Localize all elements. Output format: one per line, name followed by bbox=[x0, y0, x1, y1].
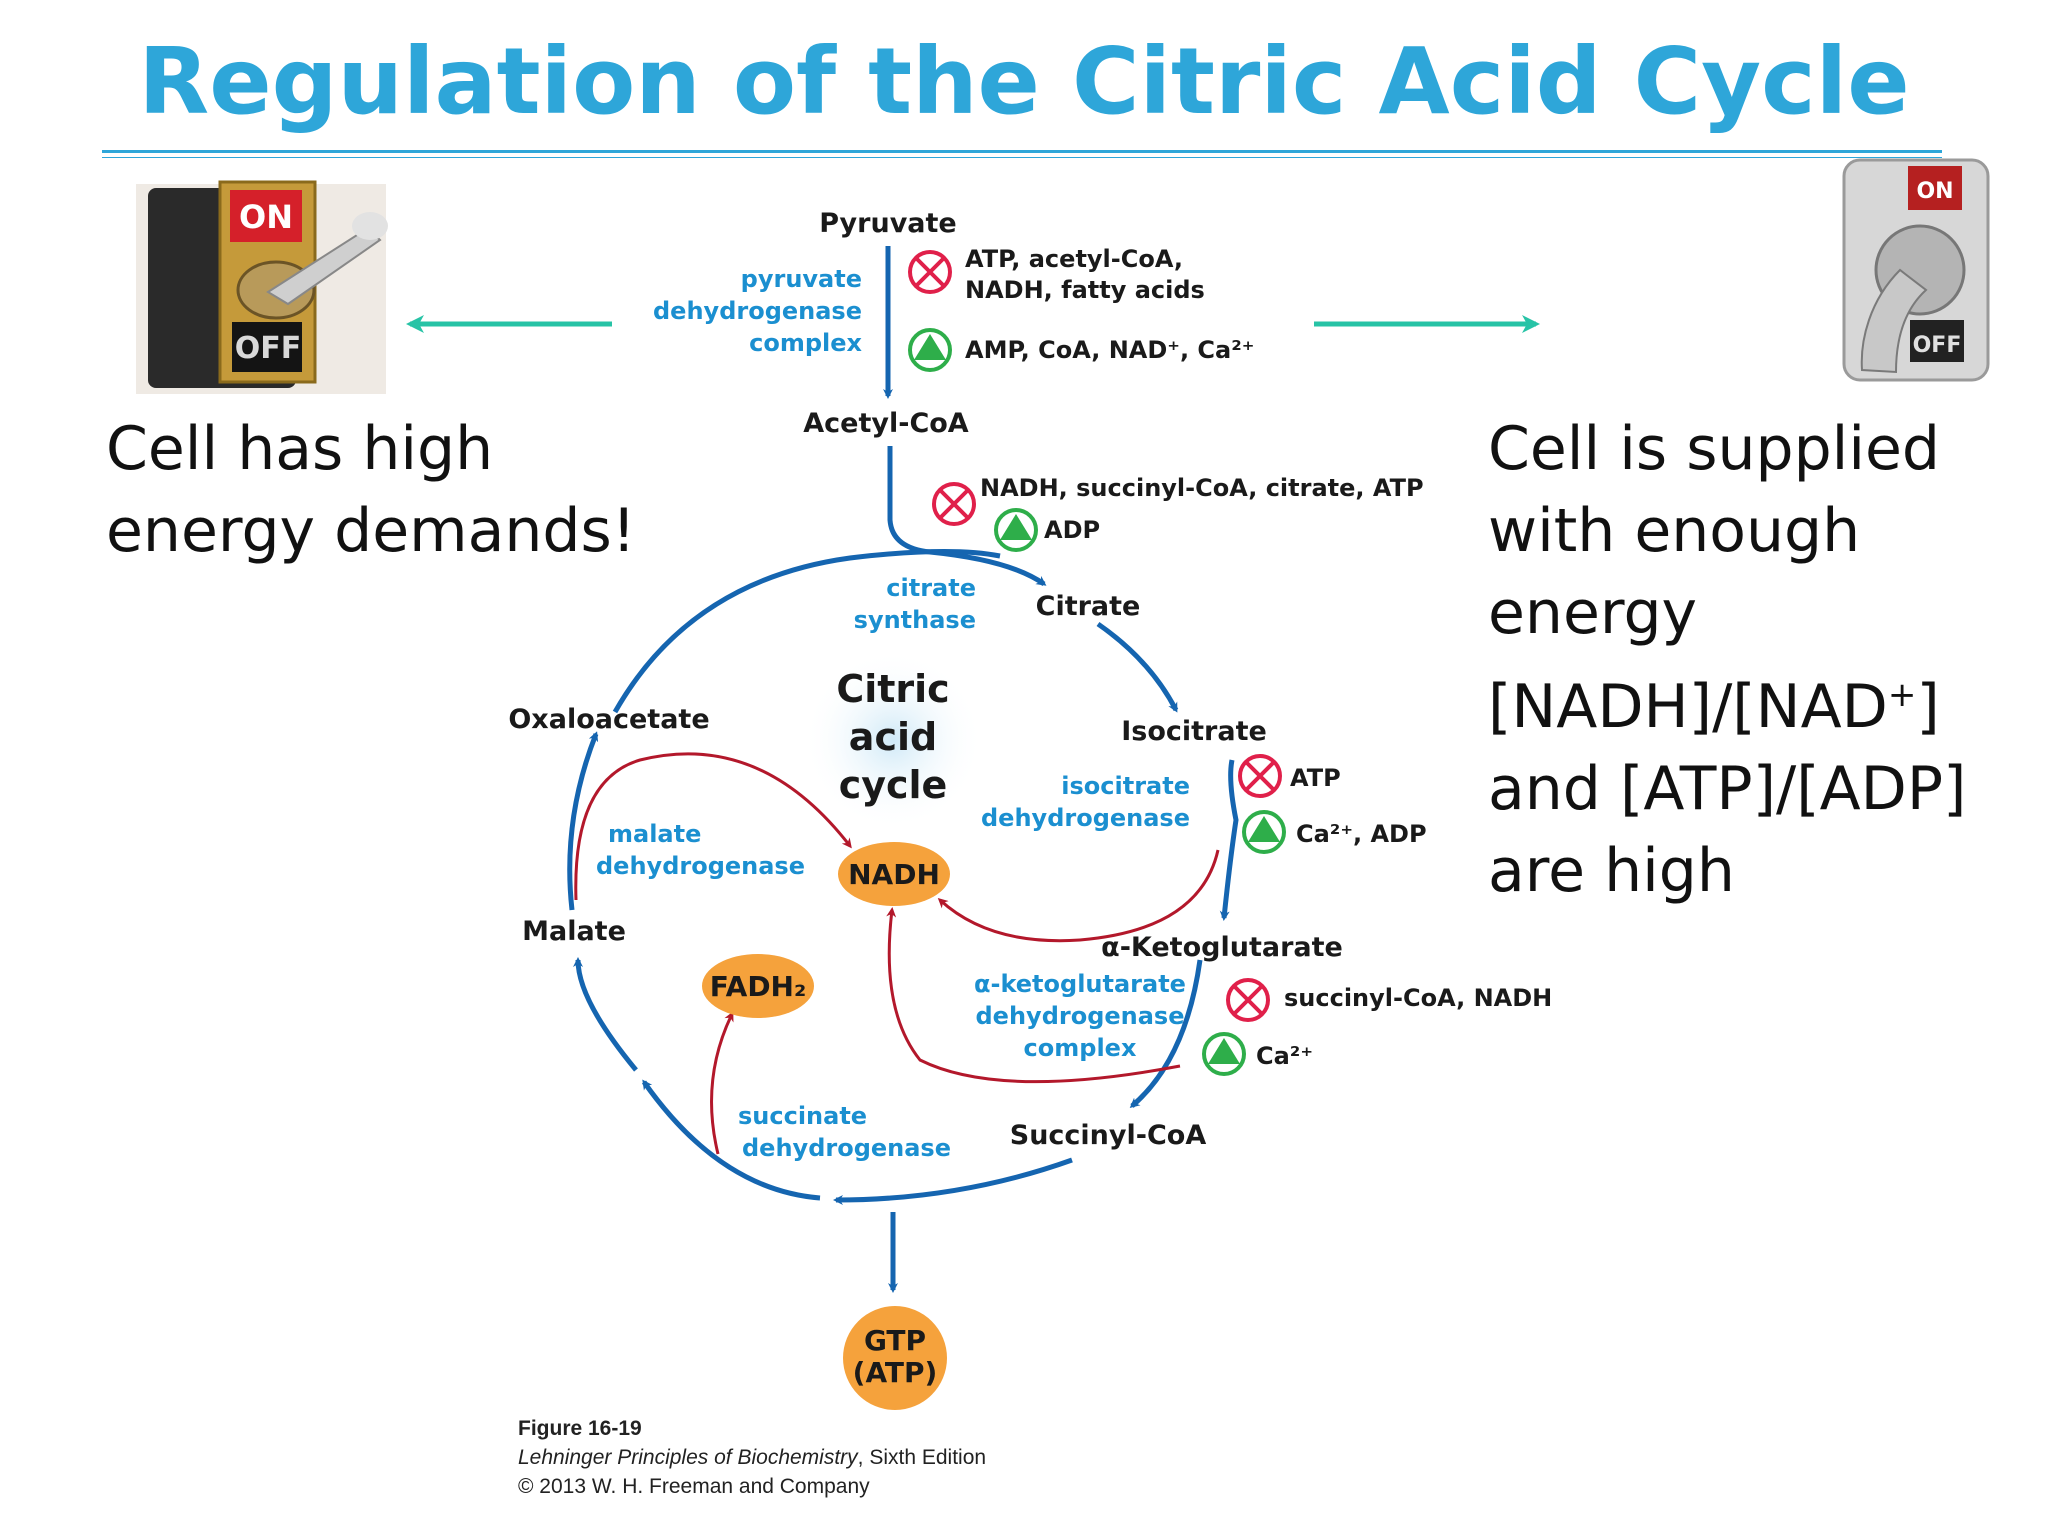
right-switch-on-label: ON bbox=[1916, 179, 1953, 204]
cs-inhibitor-icon bbox=[932, 482, 976, 526]
akg-dh-label: α-ketoglutarate dehydrogenase complex bbox=[974, 970, 1186, 1062]
nadh-product: NADH bbox=[838, 842, 950, 906]
svg-text:complex: complex bbox=[1024, 1034, 1137, 1062]
center-label-line-3: cycle bbox=[839, 763, 948, 807]
pdh-inhibitor-icon bbox=[908, 250, 952, 294]
akg-inhibitor-icon bbox=[1226, 978, 1270, 1022]
oxaloacetate-label: Oxaloacetate bbox=[508, 704, 709, 735]
alpha-ketoglutarate-label: α-Ketoglutarate bbox=[1101, 932, 1343, 963]
svg-text:dehydrogenase: dehydrogenase bbox=[653, 297, 862, 325]
citrate-synthase-label: citrate synthase bbox=[854, 574, 976, 634]
svg-text:(ATP): (ATP) bbox=[853, 1356, 938, 1389]
akg-dh-nadh-arrow bbox=[886, 907, 1181, 1084]
cs-activator-icon bbox=[994, 508, 1038, 552]
idh-nadh-arrow bbox=[937, 849, 1220, 943]
right-switch-off-label: OFF bbox=[1913, 333, 1962, 358]
pdh-activator-icon bbox=[908, 328, 952, 372]
svg-text:dehydrogenase: dehydrogenase bbox=[976, 1002, 1185, 1030]
svg-text:NADH: NADH bbox=[848, 858, 940, 891]
acetyl-coa-label: Acetyl-CoA bbox=[803, 408, 969, 439]
malate-label: Malate bbox=[522, 916, 626, 947]
svg-text:dehydrogenase: dehydrogenase bbox=[981, 804, 1190, 832]
idh-activators: Ca²⁺, ADP bbox=[1296, 820, 1427, 848]
svg-text:succinate: succinate bbox=[738, 1102, 867, 1130]
oaa-to-citrate-arc bbox=[612, 548, 1001, 714]
center-label-line-2: acid bbox=[849, 715, 937, 759]
sdh-fadh2-arrow bbox=[710, 1011, 734, 1155]
figure-source: Lehninger Principles of Biochemistry, Si… bbox=[518, 1446, 987, 1469]
center-label-line-1: Citric bbox=[836, 667, 949, 711]
akg-inhibitors: succinyl-CoA, NADH bbox=[1284, 984, 1552, 1012]
svg-text:complex: complex bbox=[749, 329, 862, 357]
citrate-label: Citrate bbox=[1036, 591, 1141, 622]
malate-dh-nadh-arrow bbox=[574, 752, 852, 901]
figure-copyright: © 2013 W. H. Freeman and Company bbox=[518, 1475, 870, 1498]
isocitrate-dh-label: isocitrate dehydrogenase bbox=[981, 772, 1190, 832]
akg-activator-icon bbox=[1202, 1032, 1246, 1076]
svg-text:dehydrogenase: dehydrogenase bbox=[742, 1134, 951, 1162]
svg-text:FADH₂: FADH₂ bbox=[710, 970, 807, 1003]
pyruvate-label: Pyruvate bbox=[819, 208, 956, 239]
gtp-product: GTP (ATP) bbox=[843, 1306, 947, 1410]
left-toggle-switch-icon: ON OFF bbox=[136, 180, 388, 394]
akg-to-succinyl-arrow bbox=[1129, 959, 1203, 1108]
succinyl-coa-label: Succinyl-CoA bbox=[1010, 1120, 1207, 1151]
left-switch-off-label: OFF bbox=[235, 331, 302, 366]
svg-text:α-ketoglutarate: α-ketoglutarate bbox=[974, 970, 1186, 998]
slide-title: Regulation of the Citric Acid Cycle bbox=[138, 28, 1910, 135]
svg-text:malate: malate bbox=[608, 820, 701, 848]
left-switch-on-label: ON bbox=[239, 198, 293, 236]
svg-text:pyruvate: pyruvate bbox=[741, 265, 862, 293]
right-lever-switch-icon: ON OFF bbox=[1842, 158, 1990, 382]
svg-text:dehydrogenase: dehydrogenase bbox=[596, 852, 805, 880]
pdh-inhibitors-line-2: NADH, fatty acids bbox=[965, 276, 1205, 304]
svg-text:isocitrate: isocitrate bbox=[1061, 772, 1190, 800]
svg-text:GTP: GTP bbox=[864, 1324, 926, 1357]
idh-activator-icon bbox=[1242, 810, 1286, 854]
citrate-to-isocitrate-arrow bbox=[1096, 621, 1179, 713]
title-rule bbox=[102, 150, 1942, 153]
isocitrate-to-akg-arrow bbox=[1219, 759, 1239, 921]
figure-number: Figure 16-19 bbox=[518, 1417, 642, 1440]
malate-to-oaa-arrow bbox=[567, 731, 599, 911]
fumarate-to-malate-arrow bbox=[573, 957, 638, 1072]
cs-inhibitors: NADH, succinyl-CoA, citrate, ATP bbox=[980, 474, 1424, 502]
succinate-dh-label: succinate dehydrogenase bbox=[738, 1102, 951, 1162]
succinate-to-fumarate-arrow bbox=[641, 1079, 821, 1201]
center-glow bbox=[803, 650, 983, 830]
idh-inhibitors: ATP bbox=[1290, 764, 1341, 792]
pdh-activators: AMP, CoA, NAD⁺, Ca²⁺ bbox=[965, 336, 1254, 364]
succinyl-to-succinate-arrow bbox=[833, 1157, 1073, 1205]
fadh2-product: FADH₂ bbox=[702, 954, 814, 1018]
left-condition-text: Cell has high energy demands! bbox=[106, 414, 636, 566]
malate-dh-label: malate dehydrogenase bbox=[596, 820, 805, 880]
svg-text:citrate: citrate bbox=[886, 574, 976, 602]
figure-caption: Figure 16-19 Lehninger Principles of Bio… bbox=[518, 1414, 986, 1501]
right-condition-text: Cell is supplied with enough energy [NAD… bbox=[1488, 414, 1967, 906]
isocitrate-label: Isocitrate bbox=[1121, 716, 1267, 747]
pdh-inhibitors-line-1: ATP, acetyl-CoA, bbox=[965, 245, 1183, 273]
svg-text:synthase: synthase bbox=[854, 606, 976, 634]
cs-activators: ADP bbox=[1044, 516, 1100, 544]
title-rule-thin bbox=[102, 157, 1942, 158]
akg-activators: Ca²⁺ bbox=[1256, 1042, 1313, 1070]
pdh-enzyme-label: pyruvate dehydrogenase complex bbox=[653, 265, 863, 357]
idh-inhibitor-icon bbox=[1238, 754, 1282, 798]
